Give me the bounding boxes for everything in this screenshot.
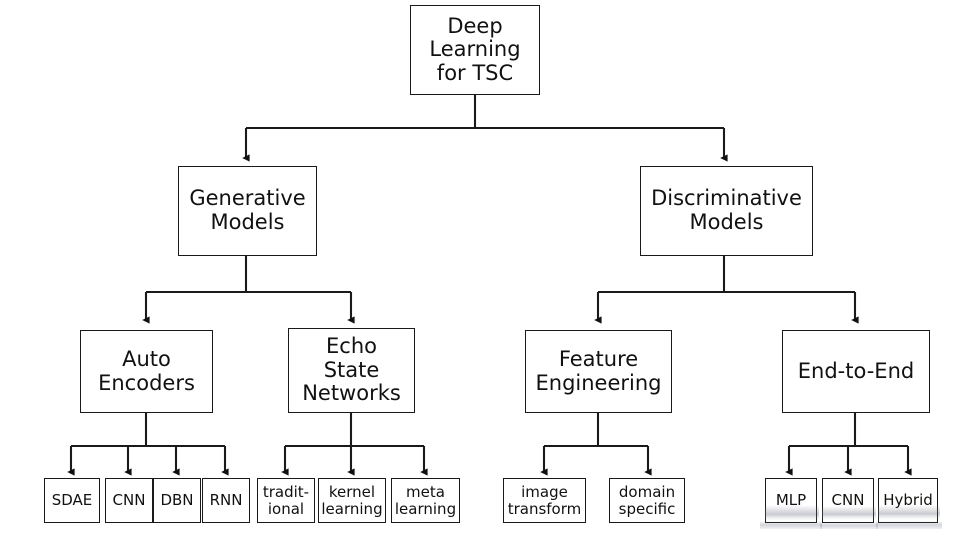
node-feature-engineering[interactable]: Feature Engineering xyxy=(525,330,672,413)
node-cnn-end-to-end[interactable]: CNN xyxy=(822,478,874,523)
node-hybrid[interactable]: Hybrid xyxy=(878,478,938,523)
node-auto-encoders[interactable]: Auto Encoders xyxy=(80,330,213,413)
node-sdae[interactable]: SDAE xyxy=(44,478,100,523)
node-mlp[interactable]: MLP xyxy=(765,478,817,523)
node-dbn[interactable]: DBN xyxy=(153,478,201,523)
node-traditional[interactable]: tradit- ional xyxy=(257,478,315,523)
node-discriminative-models[interactable]: Discriminative Models xyxy=(640,166,813,256)
node-echo-state-networks[interactable]: Echo State Networks xyxy=(288,328,415,413)
node-domain-specific[interactable]: domain specific xyxy=(609,478,685,523)
node-kernel-learning[interactable]: kernel learning xyxy=(318,478,386,523)
node-meta-learning[interactable]: meta learning xyxy=(391,478,460,523)
node-root[interactable]: Deep Learning for TSC xyxy=(410,5,540,95)
node-end-to-end[interactable]: End-to-End xyxy=(782,330,930,413)
node-cnn-autoencoder[interactable]: CNN xyxy=(105,478,153,523)
node-rnn[interactable]: RNN xyxy=(202,478,250,523)
node-image-transform[interactable]: image transform xyxy=(503,478,586,523)
node-generative-models[interactable]: Generative Models xyxy=(178,166,317,256)
